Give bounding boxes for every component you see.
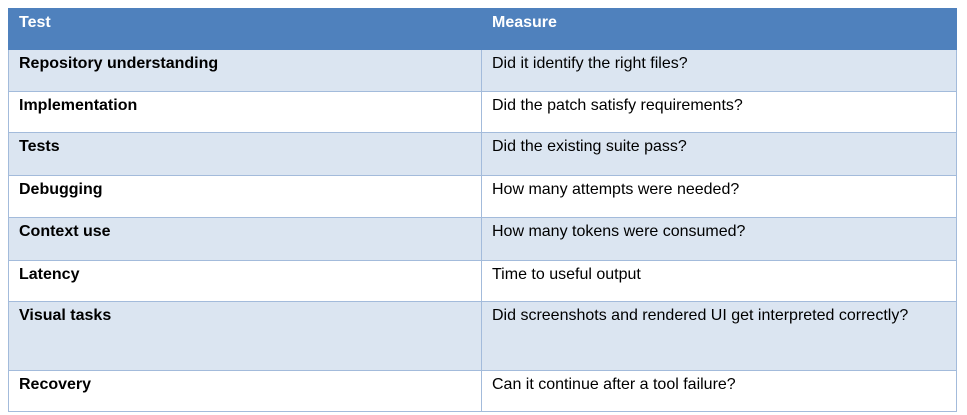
table-row: Context use How many tokens were consume… xyxy=(8,217,957,261)
table-header: Test Measure xyxy=(8,8,957,50)
measure-cell: How many tokens were consumed? xyxy=(481,217,957,261)
test-cell: Implementation xyxy=(8,91,482,133)
test-cell: Repository understanding xyxy=(8,49,482,92)
table-row: Repository understanding Did it identify… xyxy=(8,49,957,92)
header-row: Test Measure xyxy=(8,8,957,50)
test-cell: Tests xyxy=(8,132,482,176)
table-row: Visual tasks Did screenshots and rendere… xyxy=(8,301,957,371)
measure-cell: Did the patch satisfy requirements? xyxy=(481,91,957,133)
test-cell: Latency xyxy=(8,260,482,302)
table-row: Tests Did the existing suite pass? xyxy=(8,132,957,176)
header-measure: Measure xyxy=(481,8,957,50)
table-row: Latency Time to useful output xyxy=(8,260,957,302)
measure-cell: Did the existing suite pass? xyxy=(481,132,957,176)
measure-cell: How many attempts were needed? xyxy=(481,175,957,218)
test-cell: Debugging xyxy=(8,175,482,218)
table-row: Recovery Can it continue after a tool fa… xyxy=(8,370,957,412)
test-cell: Context use xyxy=(8,217,482,261)
header-test: Test xyxy=(8,8,482,50)
evaluation-table: Test Measure Repository understanding Di… xyxy=(8,8,957,412)
test-cell: Recovery xyxy=(8,370,482,412)
measure-cell: Did it identify the right files? xyxy=(481,49,957,92)
measure-cell: Time to useful output xyxy=(481,260,957,302)
table-row: Debugging How many attempts were needed? xyxy=(8,175,957,218)
measure-cell: Did screenshots and rendered UI get inte… xyxy=(481,301,957,371)
measure-cell: Can it continue after a tool failure? xyxy=(481,370,957,412)
table-row: Implementation Did the patch satisfy req… xyxy=(8,91,957,133)
table-body: Repository understanding Did it identify… xyxy=(8,49,957,412)
test-cell: Visual tasks xyxy=(8,301,482,371)
